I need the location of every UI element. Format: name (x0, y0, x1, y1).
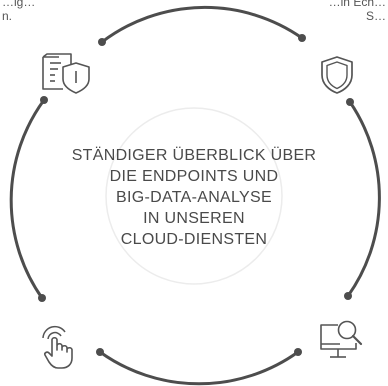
inner-circle (105, 107, 283, 285)
center-line-2: DIE ENDPOINTS UND (109, 168, 279, 185)
corner-right-line-2: S… (365, 9, 386, 23)
center-line-3: BIG-DATA-ANALYSE (116, 189, 272, 206)
arc-endpoint-dot (40, 96, 48, 104)
arc-endpoint-dot (298, 34, 306, 42)
arc-endpoint-dot (96, 348, 104, 356)
center-line-5: CLOUD-DIENSTEN (120, 231, 268, 248)
corner-right-line-1: …in Ech… (328, 0, 386, 9)
shield-icon (321, 56, 353, 94)
corner-left-line-1: …ig… (2, 0, 36, 9)
arc-endpoint-dot (38, 294, 46, 302)
touch-hand-icon (42, 325, 73, 369)
corner-text-left: …ig… n. (2, 0, 35, 23)
arc-endpoint-dot (98, 38, 106, 46)
arc-endpoint-dot (294, 348, 302, 356)
arc-endpoint-dot (344, 292, 352, 300)
center-line-4: IN UNSEREN (143, 210, 245, 227)
document-shield-icon (42, 53, 90, 94)
arc-right (346, 100, 381, 298)
center-line-1: STÄNDIGER ÜBERBLICK ÜBER (71, 147, 317, 164)
arc-bottom (98, 350, 300, 386)
arc-endpoint-dot (346, 98, 354, 106)
corner-text-right: …in Ech… S… (329, 0, 386, 23)
arc-top (100, 5, 304, 44)
corner-left-line-2: n. (2, 9, 13, 23)
arc-left (9, 98, 46, 300)
monitor-search-icon (320, 320, 363, 358)
center-statement: STÄNDIGER ÜBERBLICK ÜBER DIE ENDPOINTS U… (54, 145, 334, 250)
